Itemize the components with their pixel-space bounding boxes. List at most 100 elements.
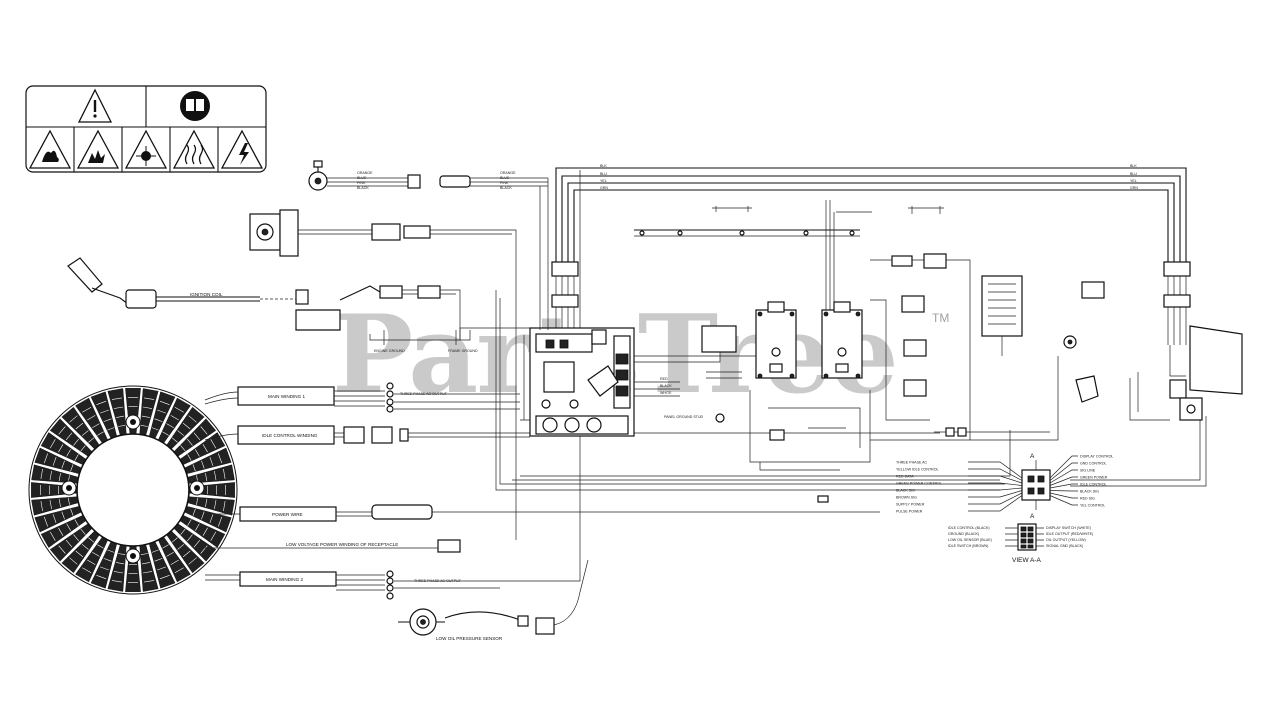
winding-hatch [180,445,186,452]
view-left-label: IDLE CONTROL (BLACK) [948,526,990,530]
winding-hatch [111,397,122,400]
winding-hatch [188,557,197,565]
winding-hatch [107,427,115,431]
winding-hatch [192,464,196,472]
bus-label: BLK [1130,164,1137,168]
connector-label: BLUE [500,176,510,180]
connector-right-label: GREEN POWER [1080,476,1108,480]
view-left-label: GROUND (BLACK) [948,532,979,536]
read-manual-icon [180,91,210,121]
winding-hatch [82,567,92,574]
winding-hatch [202,444,208,453]
lower-board [749,390,871,471]
connector-wire [1049,462,1078,481]
winding-hatch [61,460,65,469]
winding-hatch [80,445,86,452]
connector-left-label: RED DATA [896,475,914,479]
right-outlet [1129,325,1243,421]
top-bus-wires: BLK BLU YEL GRN BLK BLU YEL GRN [551,164,1191,345]
bus-label: BLU [600,172,607,176]
winding-hatch [68,497,70,505]
section-marker: A [1030,453,1035,460]
low-oil-sensor-label: LOW OIL PRESSURE SENSOR [436,636,503,641]
winding-hatch [58,426,66,435]
receptacle-left [755,301,797,379]
winding-hatch [187,454,192,461]
connector-left-label: PULSE POWER [896,510,923,514]
winding-hatch [157,409,167,414]
burst-hazard-icon [124,129,168,169]
winding-hatch [200,545,208,554]
connector-wire [968,490,1023,498]
connector-label: PINK [500,181,509,185]
connector-wire [968,495,1023,512]
winding-hatch [218,516,223,527]
winding-hatch [118,425,126,427]
stator [28,385,238,595]
winding-hatch [214,470,217,481]
winding-hatch [151,549,159,553]
winding-hatch [103,558,112,562]
ctrl-wire-label: WHITE [660,391,672,395]
connector-right-label: YEL CONTROL [1080,504,1105,508]
winding-hatch [214,499,217,510]
switch-box-1 [870,295,930,421]
winding-hatch [142,406,153,409]
main-winding-2-label: MAIN WINDING 2 [266,577,303,582]
winding-hatch [162,544,169,549]
main-winding-1-label: MAIN WINDING 1 [268,394,305,399]
connector-right-label: IDLE CONTROL [1080,483,1107,487]
winding-hatch [61,511,65,520]
connector-wire [1049,469,1078,484]
three-phase-label: THREE PHASE AC OUTPUT [414,579,462,583]
winding-hatch [74,454,79,461]
winding-hatch [140,553,148,555]
view-right-label: IDLE OUTPUT (RED/WHITE) [1046,532,1093,536]
winding-hatch [157,566,167,571]
winding-hatch [40,501,43,512]
view-right-label: OIL OUTPUT (YELLOW) [1046,538,1086,542]
mounting-hole-center [130,419,136,425]
panel-ground-label: PANEL GROUND STUD [664,415,704,419]
display-unit [701,325,742,379]
safety-label [25,85,267,173]
winding-hatch [96,400,107,405]
winding-hatch [187,534,193,542]
connector-right-label: RED SIG [1080,497,1095,501]
bus-label: GRN [1130,186,1138,190]
winding-hatch [88,537,95,543]
winding-hatch [73,438,79,446]
winding-hatch [170,559,179,565]
connector-label: BLACK [500,186,512,190]
connector-wire [1049,455,1078,479]
ctrl-wire-label: BLACK [660,384,672,388]
winding-hatch [49,470,52,481]
harness-lines [459,178,1011,491]
winding-hatch [187,438,193,446]
winding-hatch [180,528,186,535]
winding-hatch [177,430,185,436]
panel-rail [634,200,944,310]
winding-hatch [40,468,43,479]
winding-hatch [97,431,104,436]
winding-hatch [99,409,109,414]
winding-hatch [69,415,78,423]
winding-hatch [182,422,191,430]
winding-hatch [193,432,201,441]
winding-hatch [75,422,84,430]
view-right-label: SIGNAL GND (BLACK) [1046,544,1083,548]
winding-hatch [223,468,226,479]
connector-label: ORANGE [500,171,516,175]
winding-hatch [154,418,163,422]
winding-hatch [201,511,205,520]
winding-hatch [210,531,217,541]
winding-hatch [193,539,201,548]
winding-hatch [182,550,191,558]
winding-hatch [66,449,71,457]
winding-hatch [88,437,95,443]
connector-left-label: THREE PHASE AC [896,461,928,465]
fuse-holder [870,253,971,440]
winding-hatch [74,519,79,526]
winding-hatch [43,516,48,527]
